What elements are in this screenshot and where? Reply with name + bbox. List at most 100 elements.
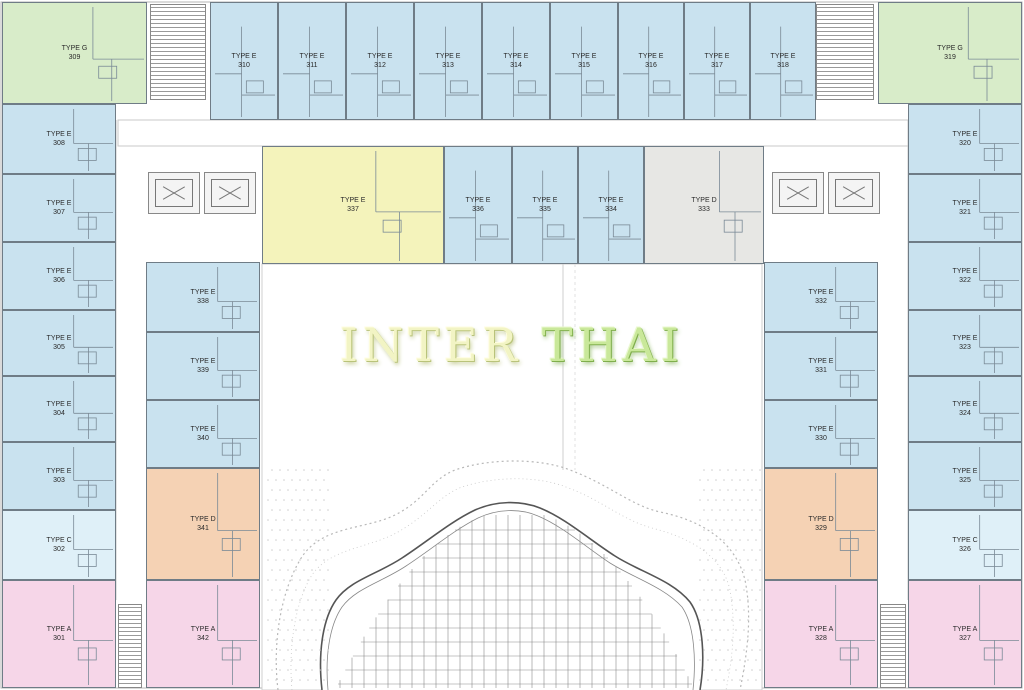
unit-partitions <box>215 26 275 117</box>
unit-partitions <box>967 7 1019 101</box>
unit-number: 313 <box>442 62 454 69</box>
unit-partitions <box>217 405 257 465</box>
unit-partitions <box>979 515 1019 577</box>
unit-number: 317 <box>711 62 723 69</box>
unit-number: 314 <box>510 62 522 69</box>
unit-type: TYPE E <box>46 468 72 475</box>
unit-partitions <box>689 26 747 117</box>
unit-partitions <box>835 585 875 685</box>
unit-label: TYPE A 327 <box>909 625 1021 643</box>
unit-type: TYPE A <box>952 626 978 633</box>
unit-partitions <box>835 405 875 465</box>
unit-type: TYPE A <box>808 626 834 633</box>
unit-type: TYPE E <box>952 200 978 207</box>
unit-number: 306 <box>53 277 65 284</box>
lift-core <box>148 172 200 214</box>
unit-number: 302 <box>53 546 65 553</box>
unit-type: TYPE E <box>299 53 325 60</box>
unit-type: TYPE G <box>937 45 963 52</box>
unit-number: 309 <box>68 54 81 61</box>
unit-type: TYPE E <box>231 53 257 60</box>
unit-number: 310 <box>238 62 250 69</box>
unit-325[interactable]: TYPE E 325 <box>908 442 1022 510</box>
unit-number: 323 <box>959 344 971 351</box>
unit-number: 307 <box>53 209 65 216</box>
unit-319[interactable]: TYPE G 319 <box>878 2 1022 104</box>
unit-number: 325 <box>959 477 971 484</box>
unit-type: TYPE E <box>46 335 72 342</box>
unit-327[interactable]: TYPE A 327 <box>908 580 1022 688</box>
unit-number: 304 <box>53 410 65 417</box>
unit-partitions <box>487 26 547 117</box>
unit-335[interactable]: TYPE E 335 <box>512 146 578 264</box>
unit-306[interactable]: TYPE E 306 <box>2 242 116 310</box>
unit-type: TYPE E <box>532 197 558 204</box>
unit-number: 327 <box>959 635 971 642</box>
unit-311[interactable]: TYPE E 311 <box>278 2 346 120</box>
unit-type: TYPE E <box>952 468 978 475</box>
unit-partitions <box>449 170 509 261</box>
unit-number: 319 <box>944 54 956 61</box>
unit-number: 332 <box>815 298 827 305</box>
unit-number: 335 <box>539 206 551 213</box>
unit-partitions <box>979 447 1019 507</box>
unit-number: 318 <box>777 62 789 69</box>
unit-type: TYPE E <box>340 197 366 204</box>
unit-partitions <box>835 337 875 397</box>
unit-type: TYPE E <box>190 426 216 433</box>
unit-partitions <box>979 247 1019 307</box>
unit-type: TYPE E <box>190 289 216 296</box>
unit-type: TYPE E <box>46 268 72 275</box>
unit-partitions <box>351 26 411 117</box>
unit-type: TYPE D <box>190 516 216 523</box>
unit-number: 311 <box>306 62 318 69</box>
unit-type: TYPE E <box>808 358 834 365</box>
unit-type: TYPE E <box>808 426 834 433</box>
unit-310[interactable]: TYPE E 310 <box>210 2 278 120</box>
